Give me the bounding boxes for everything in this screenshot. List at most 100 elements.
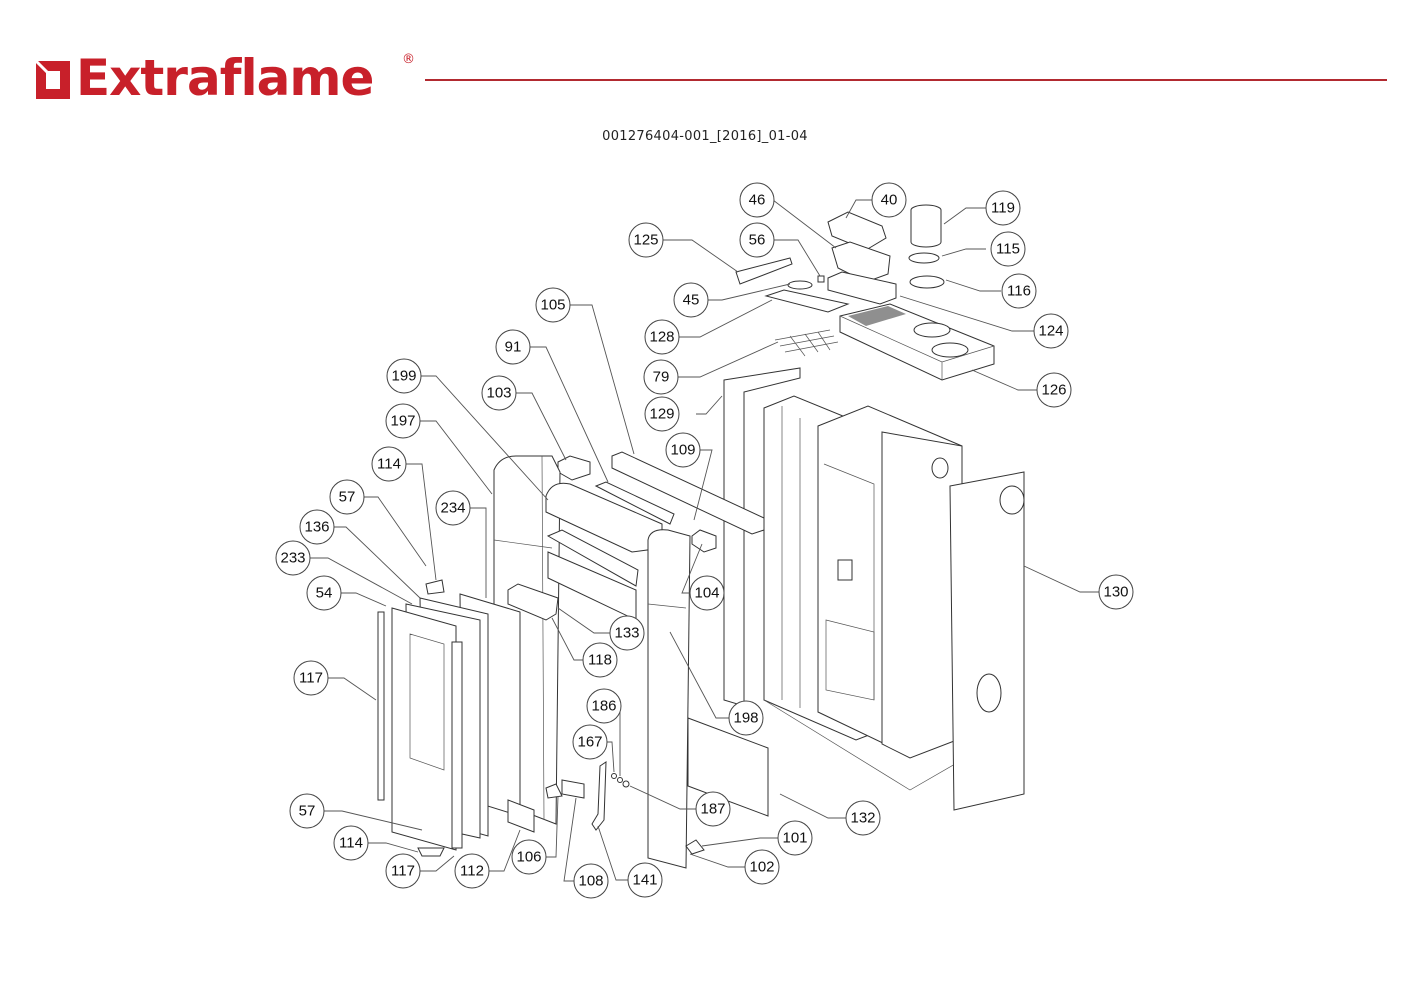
part-gasket-115 bbox=[908, 252, 940, 264]
callout-46[interactable]: 46 bbox=[739, 182, 775, 218]
part-45 bbox=[787, 280, 813, 290]
callout-bubble bbox=[739, 222, 775, 258]
callout-bubble bbox=[293, 660, 329, 696]
callout-108[interactable]: 108 bbox=[573, 863, 609, 899]
callout-bubble bbox=[289, 793, 325, 829]
callout-234[interactable]: 234 bbox=[435, 490, 471, 526]
part-drawer-front-132 bbox=[687, 717, 769, 817]
callout-91[interactable]: 91 bbox=[495, 329, 531, 365]
callout-167[interactable]: 167 bbox=[572, 724, 608, 760]
callout-bubble bbox=[299, 509, 335, 545]
callout-bubble bbox=[385, 853, 421, 889]
callout-label: 130 bbox=[1103, 584, 1128, 601]
callout-bubble bbox=[586, 688, 622, 724]
callout-79[interactable]: 79 bbox=[643, 359, 679, 395]
part-stove-body bbox=[763, 395, 963, 791]
part-bracket-125 bbox=[735, 257, 793, 285]
callout-106[interactable]: 106 bbox=[511, 839, 547, 875]
callout-label: 141 bbox=[632, 872, 657, 889]
callout-57a[interactable]: 57 bbox=[329, 479, 365, 515]
callout-bubble bbox=[627, 862, 663, 898]
callout-115[interactable]: 115 bbox=[990, 231, 1026, 267]
callout-109[interactable]: 109 bbox=[665, 432, 701, 468]
callout-40[interactable]: 40 bbox=[871, 182, 907, 218]
callout-117b[interactable]: 117 bbox=[385, 853, 421, 889]
callout-bubble bbox=[673, 282, 709, 318]
callout-label: 117 bbox=[299, 670, 323, 687]
callout-label: 45 bbox=[683, 292, 700, 309]
callout-102[interactable]: 102 bbox=[744, 849, 780, 885]
part-bracket-101 bbox=[685, 839, 705, 855]
callout-bubble bbox=[511, 839, 547, 875]
callout-label: 133 bbox=[614, 625, 639, 642]
callout-128[interactable]: 128 bbox=[644, 319, 680, 355]
callout-114b[interactable]: 114 bbox=[333, 825, 369, 861]
callout-bubble bbox=[609, 615, 645, 651]
callout-bubble bbox=[643, 359, 679, 395]
callout-label: 198 bbox=[733, 710, 758, 727]
callout-54[interactable]: 54 bbox=[306, 575, 342, 611]
callout-119[interactable]: 119 bbox=[985, 190, 1021, 226]
callout-117a[interactable]: 117 bbox=[293, 660, 329, 696]
callout-bubble bbox=[628, 222, 664, 258]
callout-105[interactable]: 105 bbox=[535, 287, 571, 323]
part-panel-199 bbox=[545, 482, 663, 621]
callout-label: 109 bbox=[670, 442, 695, 459]
callout-label: 124 bbox=[1038, 323, 1063, 340]
callout-124[interactable]: 124 bbox=[1033, 313, 1069, 349]
callout-bubble bbox=[275, 540, 311, 576]
callout-125[interactable]: 125 bbox=[628, 222, 664, 258]
part-crossbar-91 bbox=[594, 481, 675, 525]
part-hopper bbox=[831, 241, 891, 283]
callout-132[interactable]: 132 bbox=[845, 800, 881, 836]
callout-197[interactable]: 197 bbox=[385, 403, 421, 439]
callout-45[interactable]: 45 bbox=[673, 282, 709, 318]
callout-101[interactable]: 101 bbox=[777, 820, 813, 856]
part-bar-112 bbox=[507, 799, 535, 833]
callout-bubble bbox=[386, 358, 422, 394]
callout-57b[interactable]: 57 bbox=[289, 793, 325, 829]
parts-drawing bbox=[377, 204, 1025, 869]
callout-103[interactable]: 103 bbox=[481, 375, 517, 411]
callout-141[interactable]: 141 bbox=[627, 862, 663, 898]
flame-logo-icon bbox=[34, 59, 70, 99]
callout-bubble bbox=[572, 724, 608, 760]
callout-114a[interactable]: 114 bbox=[371, 446, 407, 482]
callout-130[interactable]: 130 bbox=[1098, 574, 1134, 610]
callout-112[interactable]: 112 bbox=[454, 853, 490, 889]
header-rule bbox=[425, 79, 1387, 81]
callout-187[interactable]: 187 bbox=[695, 791, 731, 827]
part-pin-167 bbox=[611, 773, 617, 779]
callout-bubble bbox=[777, 820, 813, 856]
brand-name: Extraflame bbox=[76, 49, 374, 107]
callout-104[interactable]: 104 bbox=[689, 575, 725, 611]
callout-136[interactable]: 136 bbox=[299, 509, 335, 545]
callout-199[interactable]: 199 bbox=[386, 358, 422, 394]
part-bolt-187 bbox=[622, 780, 630, 788]
callout-233[interactable]: 233 bbox=[275, 540, 311, 576]
callout-bubble bbox=[582, 642, 618, 678]
callout-bubble bbox=[644, 319, 680, 355]
callout-bubble bbox=[665, 432, 701, 468]
callout-bubble bbox=[985, 190, 1021, 226]
callout-label: 136 bbox=[304, 519, 329, 536]
part-top-cover-126 bbox=[839, 303, 995, 381]
part-door-assembly bbox=[377, 593, 521, 851]
callout-126[interactable]: 126 bbox=[1036, 372, 1072, 408]
callout-label: 114 bbox=[339, 835, 363, 852]
part-hopper-lid bbox=[827, 211, 887, 251]
callout-56[interactable]: 56 bbox=[739, 222, 775, 258]
callout-198[interactable]: 198 bbox=[728, 700, 764, 736]
callout-bubble bbox=[728, 700, 764, 736]
callout-118[interactable]: 118 bbox=[582, 642, 618, 678]
part-clip-56 bbox=[817, 275, 825, 283]
part-washer-186 bbox=[617, 777, 623, 783]
callout-label: 108 bbox=[578, 873, 603, 890]
callout-label: 116 bbox=[1007, 283, 1031, 300]
callout-116[interactable]: 116 bbox=[1001, 273, 1037, 309]
callout-bubble bbox=[306, 575, 342, 611]
callout-129[interactable]: 129 bbox=[644, 396, 680, 432]
callout-133[interactable]: 133 bbox=[609, 615, 645, 651]
callout-label: 101 bbox=[782, 830, 807, 847]
callout-186[interactable]: 186 bbox=[586, 688, 622, 724]
